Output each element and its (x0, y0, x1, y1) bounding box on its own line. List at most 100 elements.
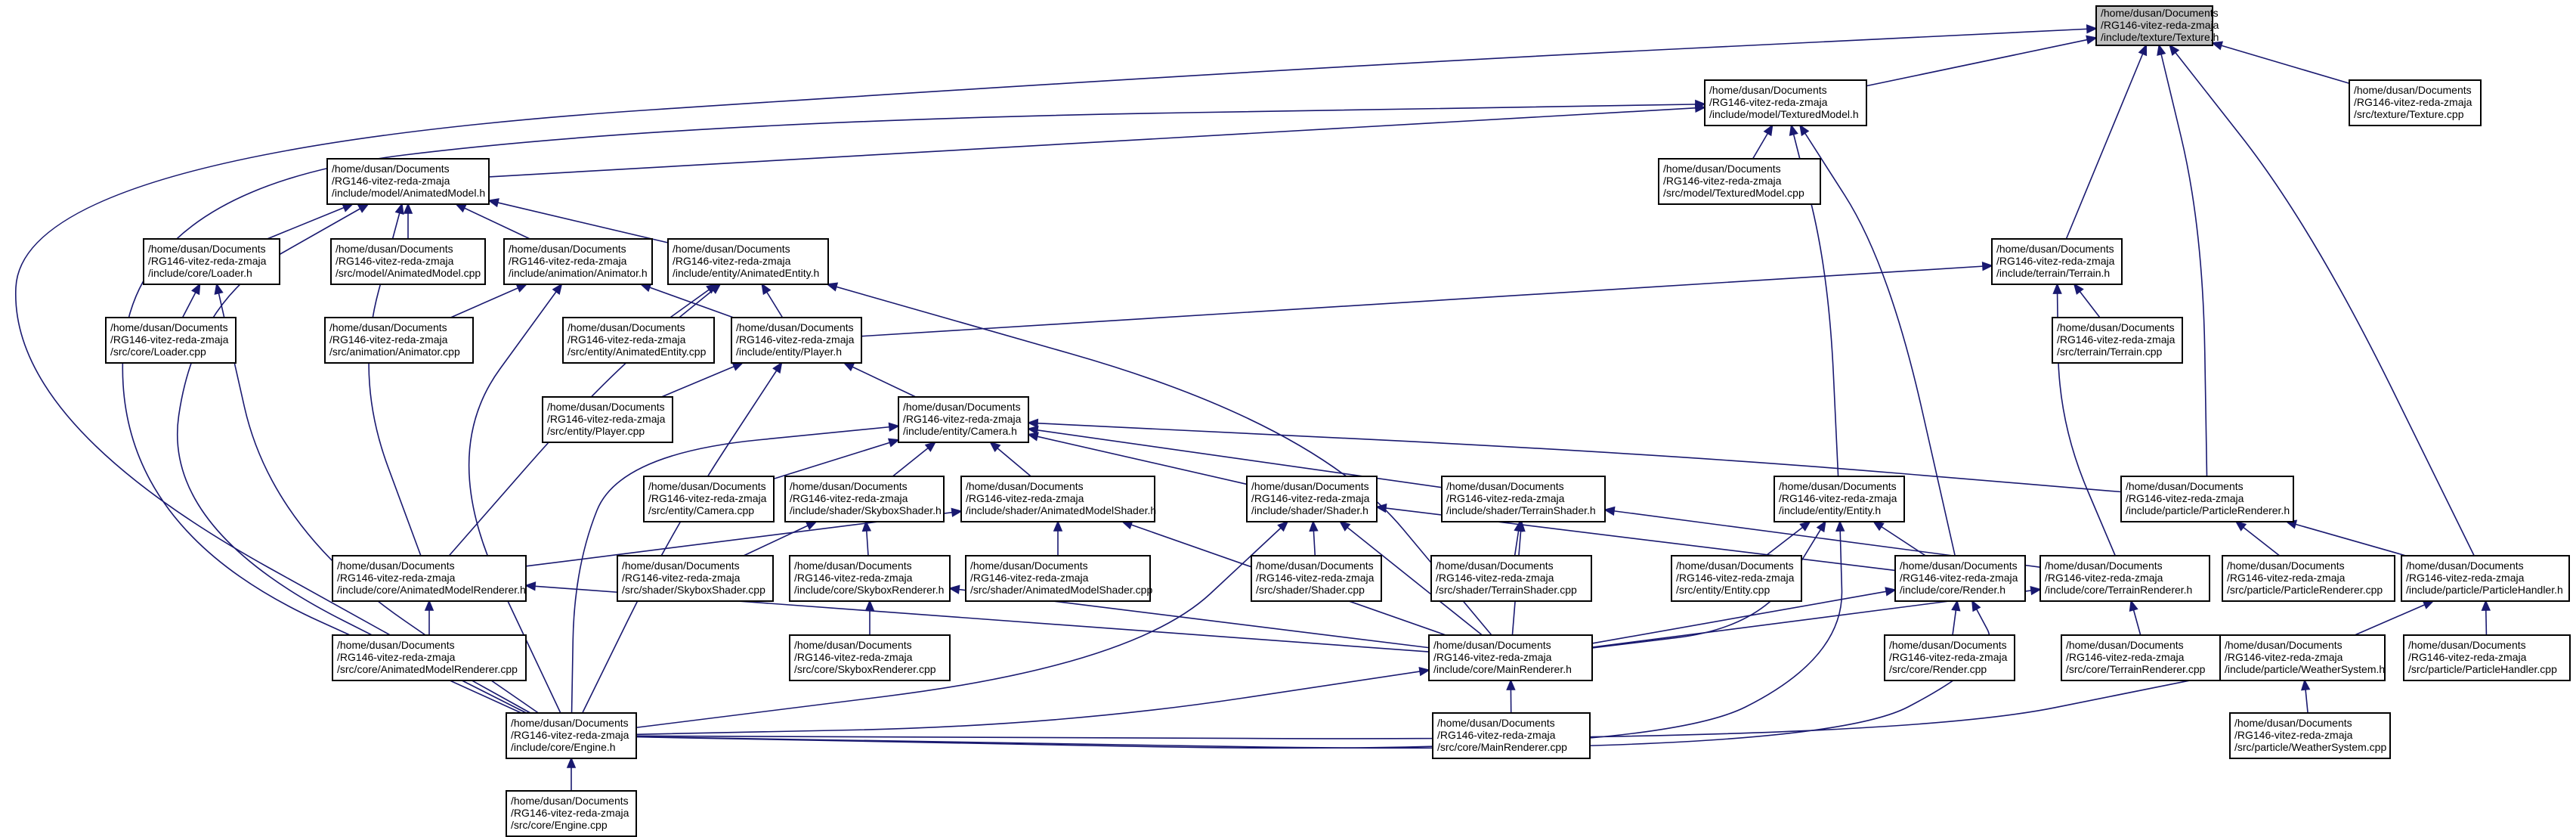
file-node-render-cpp[interactable]: /home/dusan/Documents/RG146-vitez-reda-z… (1884, 634, 2015, 681)
file-node-entity-cpp[interactable]: /home/dusan/Documents/RG146-vitez-reda-z… (1671, 555, 1802, 602)
node-label-line: /RG146-vitez-reda-zmaja (148, 255, 267, 267)
node-label-line: /home/dusan/Documents (509, 243, 626, 255)
file-node-player-h[interactable]: /home/dusan/Documents/RG146-vitez-reda-z… (731, 317, 862, 364)
dependency-edge (635, 520, 1289, 729)
file-node-texturedmodel-h[interactable]: /home/dusan/Documents/RG146-vitez-reda-z… (1704, 79, 1867, 126)
file-node-animatedmodelshader-h[interactable]: /home/dusan/Documents/RG146-vitez-reda-z… (960, 476, 1156, 522)
file-node-animatedentity-cpp[interactable]: /home/dusan/Documents/RG146-vitez-reda-z… (562, 317, 715, 364)
file-node-animator-cpp[interactable]: /home/dusan/Documents/RG146-vitez-reda-z… (324, 317, 474, 364)
dependency-edge (892, 441, 937, 477)
node-box (965, 555, 1151, 602)
file-node-terrainshader-cpp[interactable]: /home/dusan/Documents/RG146-vitez-reda-z… (1430, 555, 1592, 602)
file-node-animatedmodel-h[interactable]: /home/dusan/Documents/RG146-vitez-reda-z… (326, 158, 490, 205)
node-label-line: /RG146-vitez-reda-zmaja (329, 333, 448, 346)
node-label-line: /src/entity/Player.cpp (547, 425, 645, 437)
file-node-particlehandler-h[interactable]: /home/dusan/Documents/RG146-vitez-reda-z… (2401, 555, 2570, 602)
file-node-animatedentity-h[interactable]: /home/dusan/Documents/RG146-vitez-reda-z… (667, 238, 829, 285)
edge-line (1591, 589, 1896, 644)
file-node-mainrenderer-cpp[interactable]: /home/dusan/Documents/RG146-vitez-reda-z… (1432, 712, 1591, 759)
arrowhead-icon (951, 507, 963, 517)
dependency-edge (864, 599, 875, 635)
file-node-loader-h[interactable]: /home/dusan/Documents/RG146-vitez-reda-z… (143, 238, 280, 285)
node-box (784, 476, 945, 522)
file-node-particlerenderer-h[interactable]: /home/dusan/Documents/RG146-vitez-reda-z… (2120, 476, 2294, 522)
file-node-weathersystem-cpp[interactable]: /home/dusan/Documents/RG146-vitez-reda-z… (2229, 712, 2391, 759)
node-label-line: /RG146-vitez-reda-zmaja (2101, 19, 2219, 31)
file-node-player-cpp[interactable]: /home/dusan/Documents/RG146-vitez-reda-z… (542, 396, 673, 443)
node-box (1884, 634, 2015, 681)
file-node-terrainrenderer-h[interactable]: /home/dusan/Documents/RG146-vitez-reda-z… (2039, 555, 2210, 602)
node-label-line: /src/terrain/Terrain.cpp (2057, 346, 2162, 358)
arrowhead-icon (2052, 282, 2062, 294)
node-label-line: /src/core/Render.cpp (1889, 663, 1987, 675)
file-node-entity-h[interactable]: /home/dusan/Documents/RG146-vitez-reda-z… (1774, 476, 1905, 522)
edge-line (641, 284, 734, 318)
file-node-shader-cpp[interactable]: /home/dusan/Documents/RG146-vitez-reda-z… (1251, 555, 1382, 602)
dependency-edge (214, 282, 539, 714)
edge-line (1028, 422, 2122, 493)
dependency-edge (1752, 124, 1774, 160)
file-node-texturedmodel-cpp[interactable]: /home/dusan/Documents/RG146-vitez-reda-z… (1658, 158, 1821, 205)
node-box (562, 317, 715, 364)
file-node-skyboxrenderer-h[interactable]: /home/dusan/Documents/RG146-vitez-reda-z… (789, 555, 951, 602)
file-node-skyboxshader-h[interactable]: /home/dusan/Documents/RG146-vitez-reda-z… (784, 476, 945, 522)
arrowhead-icon (524, 581, 537, 591)
node-label-line: /RG146-vitez-reda-zmaja (1446, 492, 1565, 504)
arrowhead-icon (2481, 599, 2491, 611)
edge-line (456, 203, 530, 240)
arrowhead-icon (2030, 585, 2043, 596)
node-label-line: /include/model/AnimatedModel.h (332, 187, 485, 199)
file-node-skyboxrenderer-cpp[interactable]: /home/dusan/Documents/RG146-vitez-reda-z… (789, 634, 951, 681)
file-node-terrain-h[interactable]: /home/dusan/Documents/RG146-vitez-reda-z… (1991, 238, 2123, 285)
file-node-loader-cpp[interactable]: /home/dusan/Documents/RG146-vitez-reda-z… (105, 317, 237, 364)
dependency-edge (571, 422, 901, 714)
node-box (643, 476, 775, 522)
file-node-engine-cpp[interactable]: /home/dusan/Documents/RG146-vitez-reda-z… (506, 790, 637, 837)
file-node-mainrenderer-h[interactable]: /home/dusan/Documents/RG146-vitez-reda-z… (1428, 634, 1593, 681)
file-node-engine-h[interactable]: /home/dusan/Documents/RG146-vitez-reda-z… (506, 712, 637, 759)
arrowhead-icon (566, 756, 577, 768)
node-label-line: /home/dusan/Documents (329, 321, 447, 333)
file-node-animatedmodel-cpp[interactable]: /home/dusan/Documents/RG146-vitez-reda-z… (330, 238, 486, 285)
file-node-particlerenderer-cpp[interactable]: /home/dusan/Documents/RG146-vitez-reda-z… (2222, 555, 2395, 602)
node-box (1246, 476, 1378, 522)
file-node-particlehandler-cpp[interactable]: /home/dusan/Documents/RG146-vitez-reda-z… (2403, 634, 2571, 681)
node-box (2120, 476, 2294, 522)
file-node-animator-h[interactable]: /home/dusan/Documents/RG146-vitez-reda-z… (503, 238, 653, 285)
node-box (1671, 555, 1802, 602)
node-box (1774, 476, 1905, 522)
arrowhead-icon (731, 362, 744, 371)
file-node-camera-cpp[interactable]: /home/dusan/Documents/RG146-vitez-reda-z… (643, 476, 775, 522)
edge-line (1790, 125, 1839, 477)
file-node-animatedmodelrenderer-cpp[interactable]: /home/dusan/Documents/RG146-vitez-reda-z… (332, 634, 527, 681)
file-node-terrainrenderer-cpp[interactable]: /home/dusan/Documents/RG146-vitez-reda-z… (2061, 634, 2233, 681)
node-label-line: /src/particle/ParticleRenderer.cpp (2227, 584, 2383, 596)
node-label-line: /home/dusan/Documents (1256, 560, 1374, 572)
arrowhead-icon (826, 282, 839, 292)
dependency-edge (2065, 44, 2148, 240)
file-node-terrain-cpp[interactable]: /home/dusan/Documents/RG146-vitez-reda-z… (2052, 317, 2183, 364)
node-box (1441, 476, 1606, 522)
node-label-line: /RG146-vitez-reda-zmaja (2066, 651, 2185, 663)
file-node-terrainshader-h[interactable]: /home/dusan/Documents/RG146-vitez-reda-z… (1441, 476, 1606, 522)
edge-line (2212, 42, 2350, 85)
file-node-weathersystem-h[interactable]: /home/dusan/Documents/RG146-vitez-reda-z… (2219, 634, 2386, 681)
file-node-animatedmodelshader-cpp[interactable]: /home/dusan/Documents/RG146-vitez-reda-z… (965, 555, 1152, 602)
file-node-texture-h[interactable]: /home/dusan/Documents/RG146-vitez-reda-z… (2095, 5, 2219, 46)
node-label-line: /include/particle/ParticleRenderer.h (2126, 504, 2290, 516)
file-node-animatedmodelrenderer-h[interactable]: /home/dusan/Documents/RG146-vitez-reda-z… (332, 555, 527, 602)
edge-line (215, 284, 539, 714)
file-node-camera-h[interactable]: /home/dusan/Documents/RG146-vitez-reda-z… (898, 396, 1029, 443)
file-node-shader-h[interactable]: /home/dusan/Documents/RG146-vitez-reda-z… (1246, 476, 1378, 522)
node-label-line: /RG146-vitez-reda-zmaja (1663, 175, 1782, 187)
node-label-line: /home/dusan/Documents (1709, 84, 1827, 96)
node-label-line: /RG146-vitez-reda-zmaja (736, 333, 855, 346)
dependency-edge (761, 283, 784, 318)
edge-line (368, 203, 422, 556)
file-node-render-h[interactable]: /home/dusan/Documents/RG146-vitez-reda-z… (1894, 555, 2026, 602)
edge-line (661, 362, 743, 398)
file-node-texture-cpp[interactable]: /home/dusan/Documents/RG146-vitez-reda-z… (2349, 79, 2482, 126)
node-label-line: /include/entity/Entity.h (1779, 504, 1881, 516)
file-node-skyboxshader-cpp[interactable]: /home/dusan/Documents/RG146-vitez-reda-z… (617, 555, 774, 602)
node-label-line: /RG146-vitez-reda-zmaja (1437, 729, 1556, 741)
